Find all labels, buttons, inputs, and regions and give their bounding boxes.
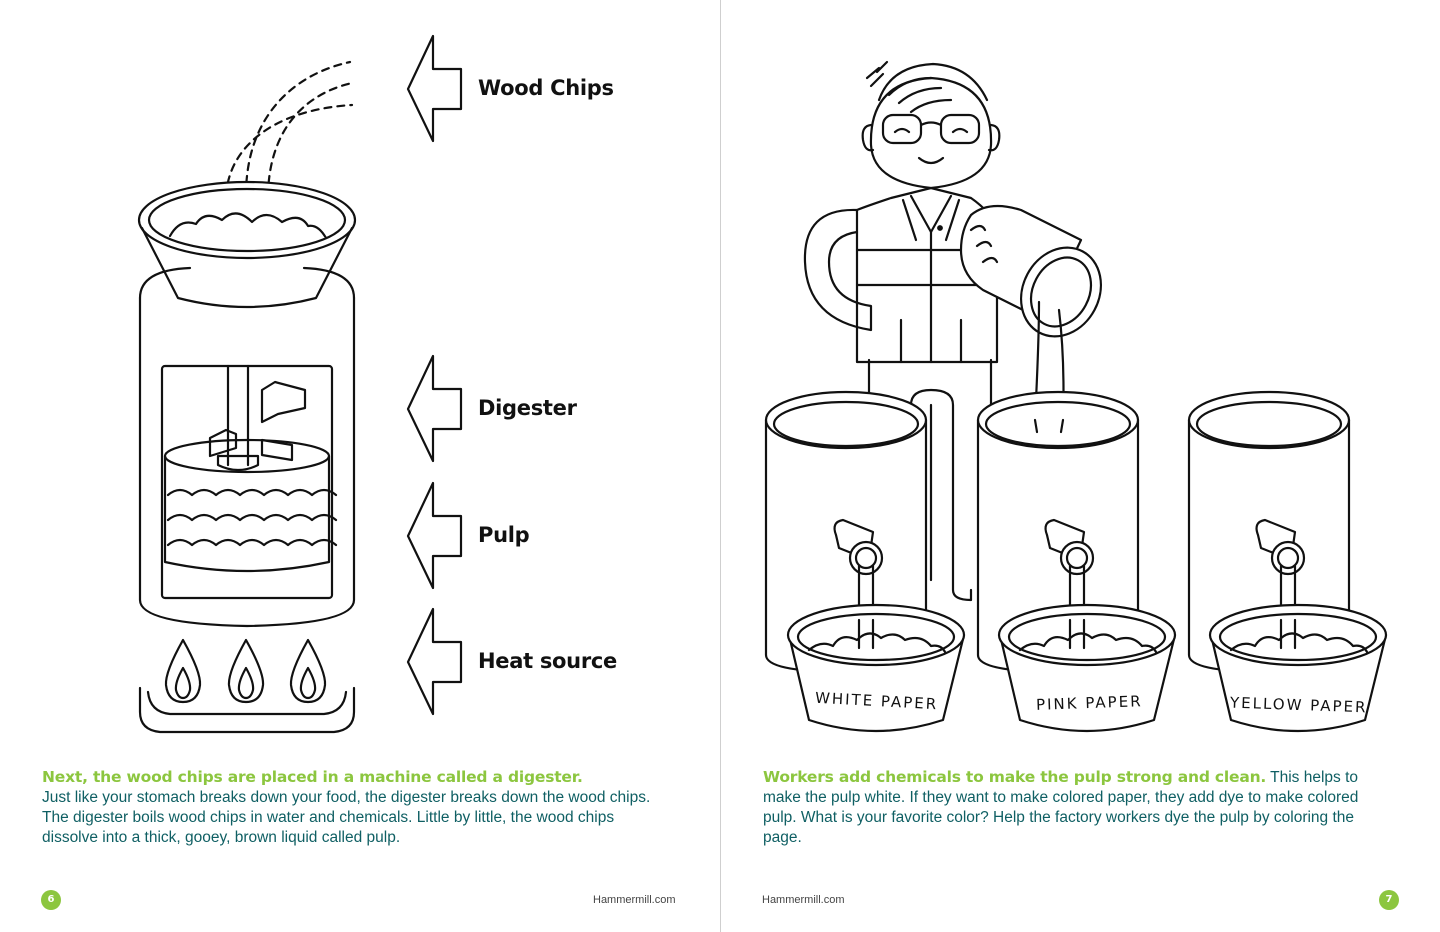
funnel [137, 180, 357, 309]
left-caption-lead: Next, the wood chips are placed in a mac… [42, 768, 583, 786]
worker-arm-left [803, 208, 873, 332]
website-footer: Hammermill.com [593, 894, 676, 906]
label-wood-chips: Wood Chips [478, 76, 614, 100]
right-page: WHITE PAPER PINK PAPER YELLOW PAPER Work… [721, 0, 1440, 932]
label-digester: Digester [478, 396, 577, 420]
vat-3 [1208, 603, 1388, 733]
worker-head [861, 60, 1001, 190]
arrow-icon-wood-chips [406, 34, 463, 143]
connecting-pipe [909, 388, 973, 602]
label-heat-source: Heat source [478, 649, 617, 673]
right-caption: Workers add chemicals to make the pulp s… [763, 767, 1383, 848]
burner [138, 686, 356, 734]
left-caption-body: Just like your stomach breaks down your … [42, 789, 651, 846]
vat-2 [997, 603, 1177, 733]
vat-1 [786, 603, 966, 733]
arrow-icon-heat-source [406, 607, 463, 716]
page-number-badge: 7 [1379, 890, 1399, 910]
spout-2 [1044, 518, 1095, 622]
arrow-icon-pulp [406, 481, 463, 590]
page-divider [720, 0, 721, 932]
tank-1 [764, 390, 928, 674]
right-caption-lead: Workers add chemicals to make the pulp s… [763, 768, 1267, 786]
website-footer: Hammermill.com [762, 894, 845, 906]
arrow-icon-digester [406, 354, 463, 463]
right-caption-body: This helps to make the pulp white. If th… [763, 769, 1359, 846]
flames-icon [164, 638, 327, 704]
digester-tank [138, 266, 356, 628]
vat-label-pink: PINK PAPER [1035, 692, 1143, 714]
digester-illustration [137, 34, 463, 734]
page-number-badge: 6 [41, 890, 61, 910]
label-pulp: Pulp [478, 523, 530, 547]
pouring-bucket [959, 204, 1103, 422]
left-caption: Next, the wood chips are placed in a mac… [42, 767, 662, 848]
left-page: Wood Chips Digester Pulp Heat source Nex… [41, 34, 676, 910]
worker-illustration [764, 60, 1388, 733]
